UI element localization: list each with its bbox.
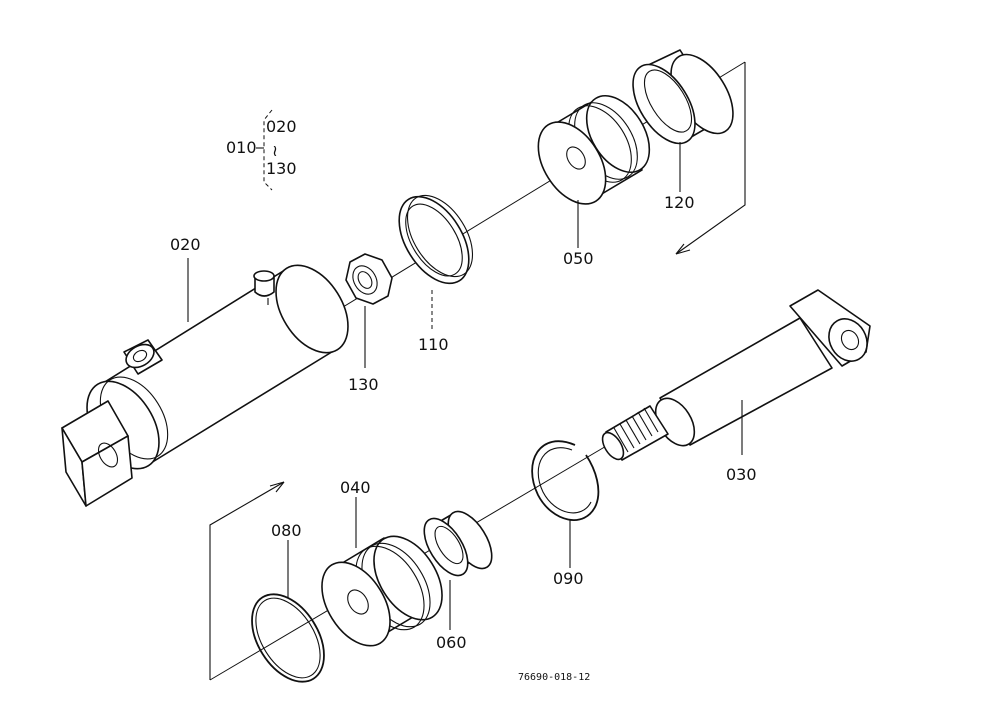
label-range-start: 020 (266, 117, 297, 136)
part-110-seal-ring: 110 (398, 194, 474, 354)
nut-bore (352, 265, 378, 295)
rod-thread-end (601, 431, 625, 461)
label-050: 050 (563, 249, 594, 268)
port-face (125, 343, 155, 369)
label-130: 130 (348, 375, 379, 394)
snap-ring-outer (531, 440, 600, 521)
nipple-top (253, 270, 275, 282)
label-010: 010 (226, 138, 257, 157)
head-bore (566, 146, 586, 170)
label-040: 040 (340, 478, 371, 497)
label-120: 120 (664, 193, 695, 212)
part-080-o-ring: 080 (251, 521, 325, 683)
part-050-piston-head: 050 (537, 95, 651, 268)
o-ring-outer (251, 593, 325, 683)
head-front (537, 121, 607, 205)
label-030: 030 (726, 465, 757, 484)
snap-ring-inner (537, 447, 592, 514)
clevis-face (81, 435, 133, 507)
rod-eye-hole (840, 329, 860, 351)
upper-arrow-line (675, 62, 746, 255)
drawing-number: 76690-018-12 (518, 672, 590, 683)
thread-lines (613, 407, 659, 453)
gland-back (373, 535, 443, 621)
ring-inner (405, 203, 463, 277)
part-130-hex-nut: 130 (345, 253, 393, 394)
ring-rim (406, 194, 474, 278)
ring-outer (398, 195, 470, 285)
bushing-bore (643, 69, 693, 133)
o-ring-inner (255, 597, 321, 679)
assembly-bracket (263, 109, 273, 191)
label-060: 060 (436, 633, 467, 652)
label-080: 080 (271, 521, 302, 540)
seal-bore (434, 525, 464, 565)
gland-bore (347, 589, 369, 615)
tube-end-open (275, 264, 349, 354)
label-020: 020 (170, 235, 201, 254)
rod-eye-face (828, 318, 868, 362)
label-090: 090 (553, 569, 584, 588)
lower-arrow-line (209, 481, 285, 680)
part-090-snap-ring: 090 (531, 440, 600, 588)
label-range-end: 130 (266, 159, 297, 178)
bushing-front (632, 63, 696, 145)
gland-front (321, 561, 391, 647)
part-040-gland: 040 (321, 478, 443, 647)
upper-arrow-head (675, 243, 691, 255)
label-range-sep: ≀ (272, 141, 278, 160)
lower-flow-arrow (209, 481, 285, 680)
port-hole (132, 349, 148, 363)
part-060-wiper-seal: 060 (423, 510, 493, 652)
upper-flow-arrow (675, 62, 746, 255)
assembly-note: 010 020 ≀ 130 (226, 109, 297, 191)
part-120-bushing: 120 (632, 49, 734, 212)
part-020-cylinder-tube: 020 (61, 235, 349, 507)
clevis-hole (97, 442, 119, 468)
lower-arrow-head (269, 481, 285, 493)
part-030-piston-rod: 030 (601, 289, 871, 484)
label-110: 110 (418, 335, 449, 354)
nut-thread (357, 271, 373, 289)
